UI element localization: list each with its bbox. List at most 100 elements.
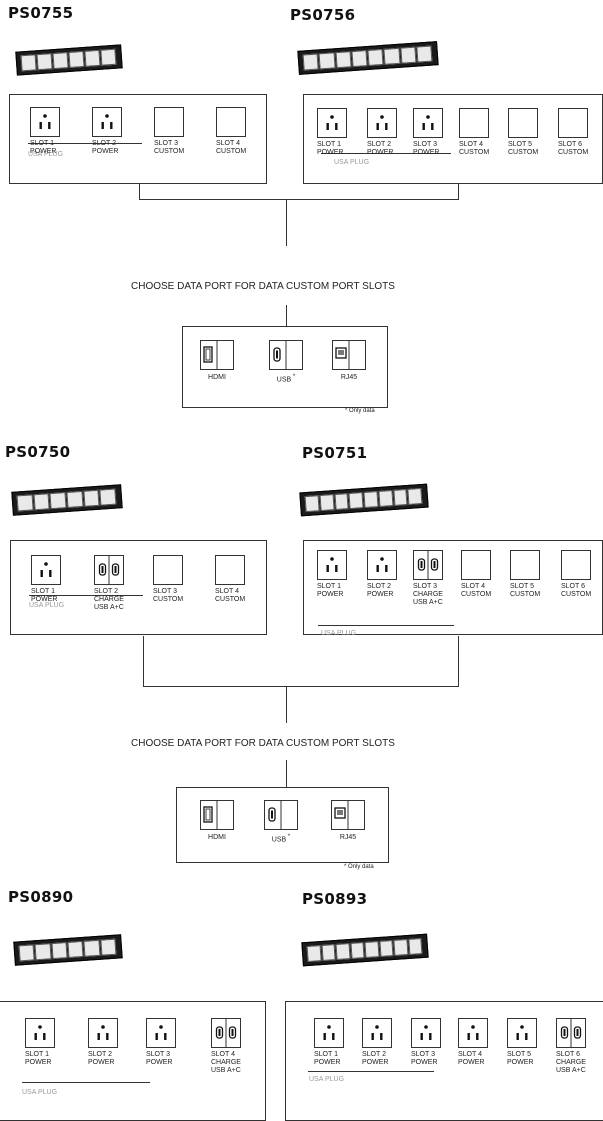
slot-label-line: CHARGE [413, 591, 443, 598]
custom-slot-icon [459, 108, 489, 138]
custom-slot-icon [153, 555, 183, 585]
hdmi-port-icon [200, 800, 234, 835]
slot-label-line: POWER [362, 1059, 389, 1066]
power-outlet-icon [31, 555, 61, 585]
slot-label-line: USB A+C [211, 1067, 241, 1074]
slot-label-line: SLOT 1 [31, 588, 55, 595]
strip-module [100, 48, 117, 66]
slot-label-line: SLOT 2 [367, 583, 391, 590]
slot-label-line: POWER [92, 148, 119, 155]
custom-slot-icon [508, 108, 538, 138]
usa-plug-label: USA PLUG [22, 1089, 58, 1096]
custom-slot-icon [154, 107, 184, 137]
slot-label-line: CUSTOM [216, 148, 247, 155]
strip-module [416, 45, 433, 63]
choose-data-port-text: CHOOSE DATA PORT FOR DATA CUSTOM PORT SL… [131, 738, 395, 749]
power-strip-image-ps0756 [297, 41, 439, 75]
slot-label-line: SLOT 3 [413, 583, 437, 590]
usb-charge-icon [413, 550, 443, 580]
strip-module [363, 491, 379, 508]
slot-label-line: SLOT 1 [25, 1051, 49, 1058]
strip-module [83, 939, 101, 957]
slot-label-line: POWER [30, 148, 57, 155]
title-ps0755: PS0755 [8, 4, 74, 22]
title-ps0756: PS0756 [290, 6, 356, 24]
usb-asterisk: * [291, 374, 296, 380]
slot-label-line: POWER [411, 1059, 438, 1066]
slot-label-line: SLOT 1 [317, 141, 341, 148]
port-label-text: USB [271, 836, 287, 844]
strip-module [67, 940, 84, 958]
strip-module [68, 50, 85, 68]
usb-asterisk: * [286, 834, 291, 840]
choose-data-port-text: CHOOSE DATA PORT FOR DATA CUSTOM PORT SL… [131, 281, 395, 292]
slot-label-line: USB A+C [413, 599, 443, 606]
power-outlet-icon [507, 1018, 537, 1048]
strip-module [52, 52, 69, 70]
custom-slot-icon [561, 550, 591, 580]
slot-label-line: SLOT 4 [216, 140, 240, 147]
strip-module [383, 47, 400, 65]
strip-module [378, 940, 394, 957]
slot-label-line: SLOT 2 [88, 1051, 112, 1058]
power-outlet-icon [317, 550, 347, 580]
strip-module [348, 492, 364, 510]
strip-module [36, 53, 53, 71]
custom-slot-icon [461, 550, 491, 580]
power-outlet-icon [314, 1018, 344, 1048]
usb-port-icon [269, 340, 303, 375]
slot-label-line: POWER [25, 1059, 52, 1066]
slot-label-line: POWER [507, 1059, 534, 1066]
custom-slot-icon [558, 108, 588, 138]
strip-module [364, 941, 380, 958]
power-outlet-icon [367, 550, 397, 580]
slot-label-line: SLOT 4 [215, 588, 239, 595]
strip-module [393, 939, 408, 956]
port-label-rj45: RJ45 [329, 374, 369, 381]
slot-label-line: POWER [367, 591, 394, 598]
port-label-text: HDMI [208, 374, 226, 381]
slot-label-line: CHARGE [94, 596, 124, 603]
slot-label-line: SLOT 6 [556, 1051, 580, 1058]
slot-label-line: CUSTOM [510, 591, 541, 598]
slot-label-line: POWER [146, 1059, 173, 1066]
strip-module [33, 493, 50, 511]
port-label-usb: USB * [266, 374, 306, 383]
strip-module [302, 53, 319, 71]
power-strip-image-ps0890 [13, 934, 123, 966]
power-outlet-icon [25, 1018, 55, 1048]
slot-label-line: SLOT 5 [507, 1051, 531, 1058]
power-strip-image-ps0750 [11, 484, 123, 516]
port-label-text: USB [276, 376, 292, 384]
strip-module [66, 490, 84, 508]
port-label-text: RJ45 [339, 834, 357, 841]
strip-module [51, 942, 68, 960]
power-outlet-icon [88, 1018, 118, 1048]
power-outlet-icon [362, 1018, 392, 1048]
strip-module [349, 942, 365, 959]
strip-module [49, 492, 67, 510]
